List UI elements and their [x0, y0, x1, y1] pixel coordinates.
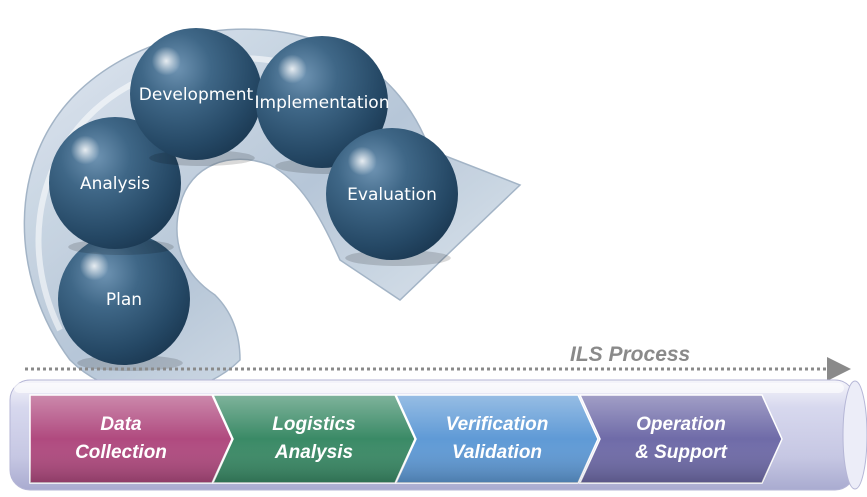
- step-label: Plan: [106, 290, 142, 310]
- stage-label-line: & Support: [635, 442, 727, 463]
- cycle-step-analysis: Analysis: [49, 117, 181, 255]
- ball-highlight: [347, 146, 377, 176]
- step-label: Development: [139, 85, 254, 105]
- ball-highlight: [151, 46, 181, 76]
- stage-gloss: [580, 395, 782, 483]
- stage-label-line: Validation: [452, 442, 542, 463]
- stage-label-line: Verification: [446, 414, 549, 435]
- stage-label-line: Collection: [75, 442, 167, 463]
- stage-4: Operation & Support: [578, 394, 783, 484]
- stage-label-line: Data: [100, 414, 142, 435]
- stage-gloss: [213, 395, 415, 483]
- ball-highlight: [277, 54, 307, 84]
- step-label: Analysis: [80, 174, 150, 194]
- cycle-step-plan: Plan: [58, 233, 190, 371]
- ball-highlight: [70, 135, 100, 165]
- stage-label-line: Analysis: [274, 442, 353, 463]
- step-label: Implementation: [255, 93, 390, 113]
- cycle-step-development: Development: [130, 28, 262, 166]
- stage-gloss: [396, 395, 598, 483]
- cycle-step-evaluation: Evaluation: [326, 128, 458, 266]
- ball-highlight: [79, 251, 109, 281]
- stage-label-line: Logistics: [272, 414, 355, 435]
- process-stages: DataCollectionLogisticsAnalysisVerificat…: [29, 394, 783, 484]
- step-label: Evaluation: [347, 185, 437, 205]
- process-title: ILS Process: [570, 343, 690, 366]
- stage-label-line: Operation: [636, 414, 726, 435]
- stage-gloss: [30, 395, 232, 483]
